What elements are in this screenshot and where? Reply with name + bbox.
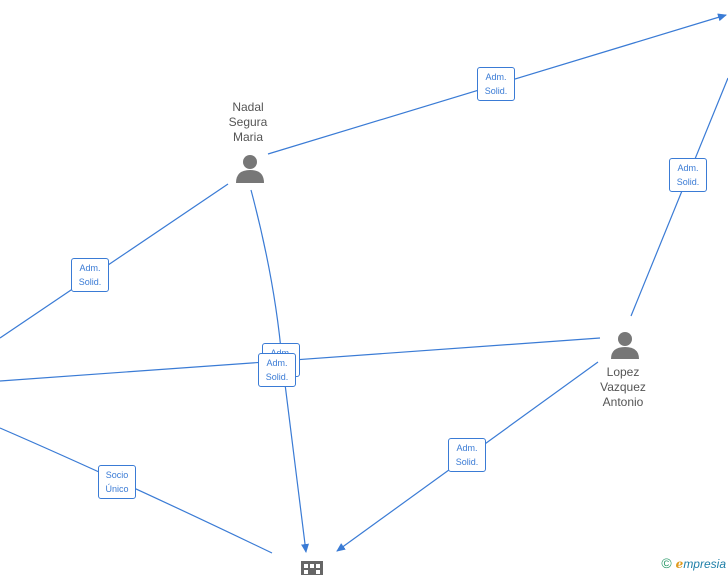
edge-label-socio-unico[interactable]: Socio Único bbox=[98, 465, 136, 499]
edge-label-line: Solid. bbox=[455, 457, 479, 467]
edge-label-line: Solid. bbox=[265, 372, 289, 382]
name-line: Lopez bbox=[606, 365, 640, 379]
edge-left-to-company bbox=[0, 427, 273, 554]
edge-label-line: Adm. bbox=[677, 163, 699, 173]
edge-label-line: Socio bbox=[105, 470, 129, 480]
person-label-lopez[interactable]: Lopez Vazquez Antonio bbox=[583, 365, 663, 410]
edge-label-adm-solid-left[interactable]: Adm. Solid. bbox=[71, 258, 109, 292]
name-line: Segura bbox=[228, 115, 268, 129]
edge-label-adm-solid-right[interactable]: Adm. Solid. bbox=[669, 158, 707, 192]
name-line: Maria bbox=[232, 130, 263, 144]
person-icon-nadal[interactable] bbox=[236, 155, 264, 183]
person-icon-lopez[interactable] bbox=[611, 332, 639, 359]
person-label-nadal[interactable]: Nadal Segura Maria bbox=[208, 100, 288, 145]
name-line: Nadal bbox=[232, 100, 264, 114]
edge-nadal-to-left bbox=[0, 183, 229, 339]
brand-initial: e bbox=[675, 557, 684, 571]
brand-watermark: ©empresia bbox=[661, 555, 726, 571]
edge-label-line: Adm. bbox=[485, 72, 507, 82]
edge-label-line: Solid. bbox=[78, 277, 102, 287]
edge-lopez-to-right bbox=[630, 77, 728, 317]
edge-label-adm-solid-lopez[interactable]: Adm. Solid. bbox=[448, 438, 486, 472]
copyright-icon: © bbox=[661, 555, 672, 571]
name-line: Antonio bbox=[602, 395, 644, 409]
edge-label-line: Único bbox=[105, 484, 129, 494]
company-building-icon[interactable] bbox=[301, 561, 323, 575]
name-line: Vazquez bbox=[600, 380, 646, 394]
edge-label-line: Solid. bbox=[484, 86, 508, 96]
edge-left-to-lopez bbox=[0, 337, 601, 382]
edge-label-line: Solid. bbox=[676, 177, 700, 187]
edge-label-adm-solid-center[interactable]: Adm. Solid. bbox=[258, 353, 296, 387]
edge-label-line: Adm. bbox=[266, 358, 288, 368]
edge-label-line: Adm. bbox=[456, 443, 478, 453]
edge-label-line: Adm. bbox=[79, 263, 101, 273]
brand-name: mpresia bbox=[683, 557, 726, 571]
edge-label-adm-solid-top[interactable]: Adm. Solid. bbox=[477, 67, 515, 101]
